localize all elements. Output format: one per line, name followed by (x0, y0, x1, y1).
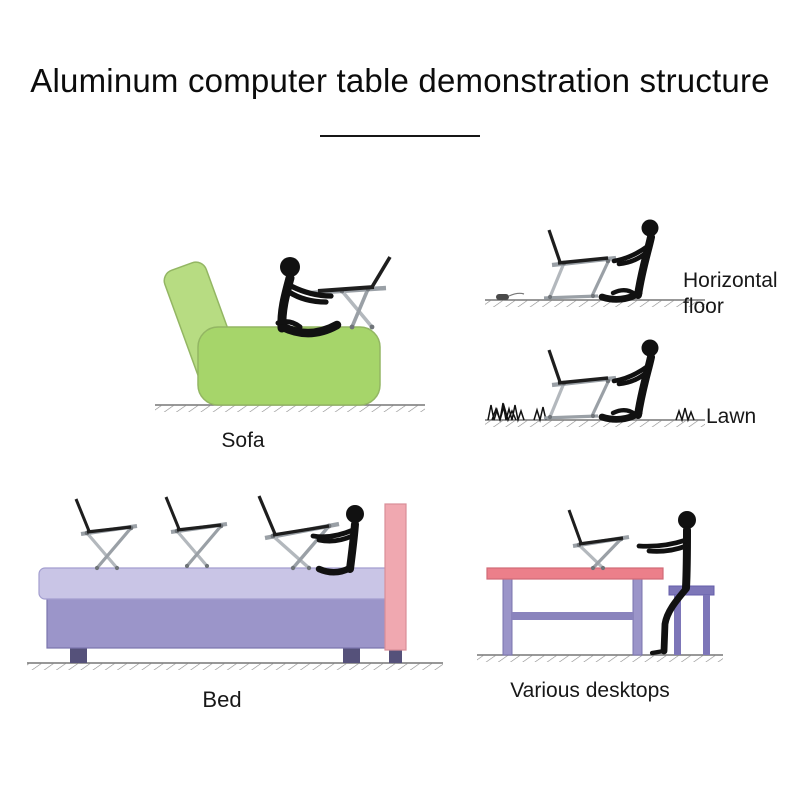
stick-figure-icon (310, 505, 364, 576)
stool-icon (668, 585, 715, 655)
grass-icon (487, 402, 695, 423)
laptop-icon (317, 256, 392, 293)
desktops-scene-illustration (475, 490, 725, 670)
sofa-icon (163, 261, 381, 406)
stick-figure-icon (275, 257, 342, 338)
laptop-icon (257, 495, 330, 537)
lawn-label: Lawn (706, 405, 757, 428)
stick-figure-icon (598, 339, 659, 423)
laptop-stand-icon (543, 255, 617, 300)
laptop-icon (547, 349, 609, 385)
various-desktops-label: Various desktops (510, 679, 670, 702)
ground-hatch-icon (155, 404, 425, 412)
stick-figure-icon (598, 219, 659, 303)
laptop-icon (547, 229, 609, 265)
bed-scene-illustration (25, 478, 445, 678)
bed-icon (38, 503, 407, 663)
ground-hatch-icon (27, 662, 443, 670)
bed-label: Bed (202, 687, 242, 712)
title-underline (320, 135, 480, 137)
ground-hatch-icon (485, 419, 705, 427)
laptop-icon (74, 498, 132, 534)
sofa-scene-illustration (140, 215, 440, 425)
ground-hatch-icon (477, 654, 723, 662)
laptop-stand-icon (543, 375, 617, 420)
laptop-icon (164, 496, 222, 532)
ground-hatch-icon (485, 299, 705, 307)
laptop-icon (567, 509, 624, 546)
desk-icon (486, 567, 664, 656)
sofa-label: Sofa (221, 429, 265, 452)
page-title: Aluminum computer table demonstration st… (30, 62, 770, 99)
lawn-scene-illustration (480, 325, 710, 435)
mouse-icon (496, 292, 525, 300)
stick-figure-icon (636, 511, 696, 656)
horizontal-floor-scene-illustration (480, 205, 710, 320)
horizontal-floor-label: Horizontal floor (683, 269, 778, 319)
